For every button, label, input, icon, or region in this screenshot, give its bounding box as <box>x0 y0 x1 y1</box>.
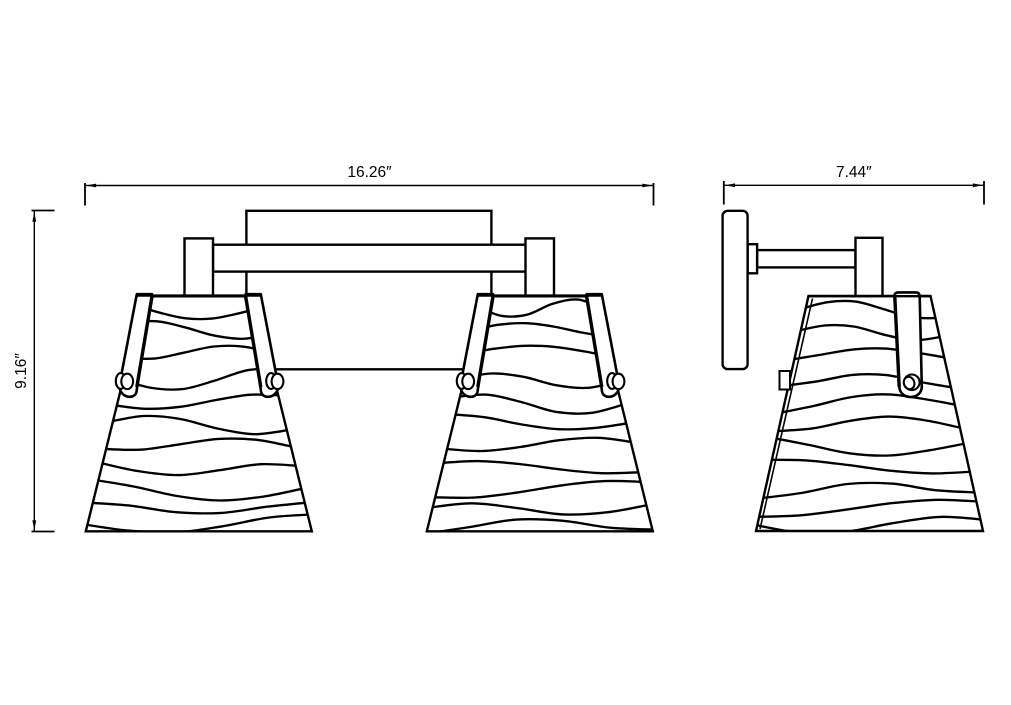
svg-text:16.26″: 16.26″ <box>347 164 392 181</box>
svg-text:7.44″: 7.44″ <box>836 164 872 181</box>
svg-text:9.16″: 9.16″ <box>13 353 30 389</box>
